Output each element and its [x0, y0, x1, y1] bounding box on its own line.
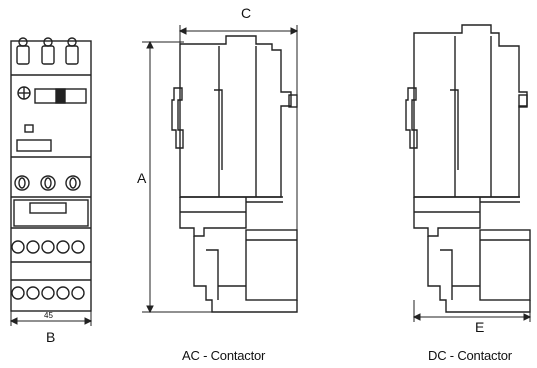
dc-coil-block: [479, 229, 531, 301]
dimension-a-label: A: [137, 170, 147, 186]
dimension-b-value: 45: [44, 311, 53, 320]
label-plate: [16, 139, 52, 152]
din-clip: [171, 87, 184, 149]
dc-upper-body: [413, 24, 528, 198]
dimension-c-line: [178, 25, 299, 300]
dimension-b-line: [9, 311, 93, 326]
ac-side-view: [142, 25, 299, 314]
ac-lower-body: [193, 236, 298, 313]
indicator-square: [24, 124, 34, 133]
dc-side-knob: [518, 94, 528, 108]
dimension-e-line: [412, 300, 532, 322]
dc-contactor-caption: DC - Contactor: [428, 348, 512, 363]
lower-terminal-row-2: [11, 286, 85, 300]
ac-contactor-caption: AC - Contactor: [182, 348, 266, 363]
dc-din-clip: [405, 87, 418, 149]
front-view-outline: [10, 40, 92, 312]
side-knob: [288, 94, 298, 108]
dc-side-view: [405, 24, 532, 322]
lower-terminal-row-1: [11, 240, 85, 254]
dc-lower-body: [427, 236, 531, 313]
dimension-e-label: E: [475, 319, 485, 335]
ac-coil-block: [245, 229, 298, 301]
front-view: [9, 37, 93, 326]
top-terminal-screws: [16, 37, 79, 65]
dimension-c-label: C: [241, 5, 252, 21]
middle-terminal-screws: [14, 175, 81, 191]
dimension-b-label: B: [46, 329, 56, 345]
dimension-a-line: [142, 40, 212, 314]
ac-upper-body: [179, 35, 292, 198]
coupling-block: [13, 199, 89, 227]
